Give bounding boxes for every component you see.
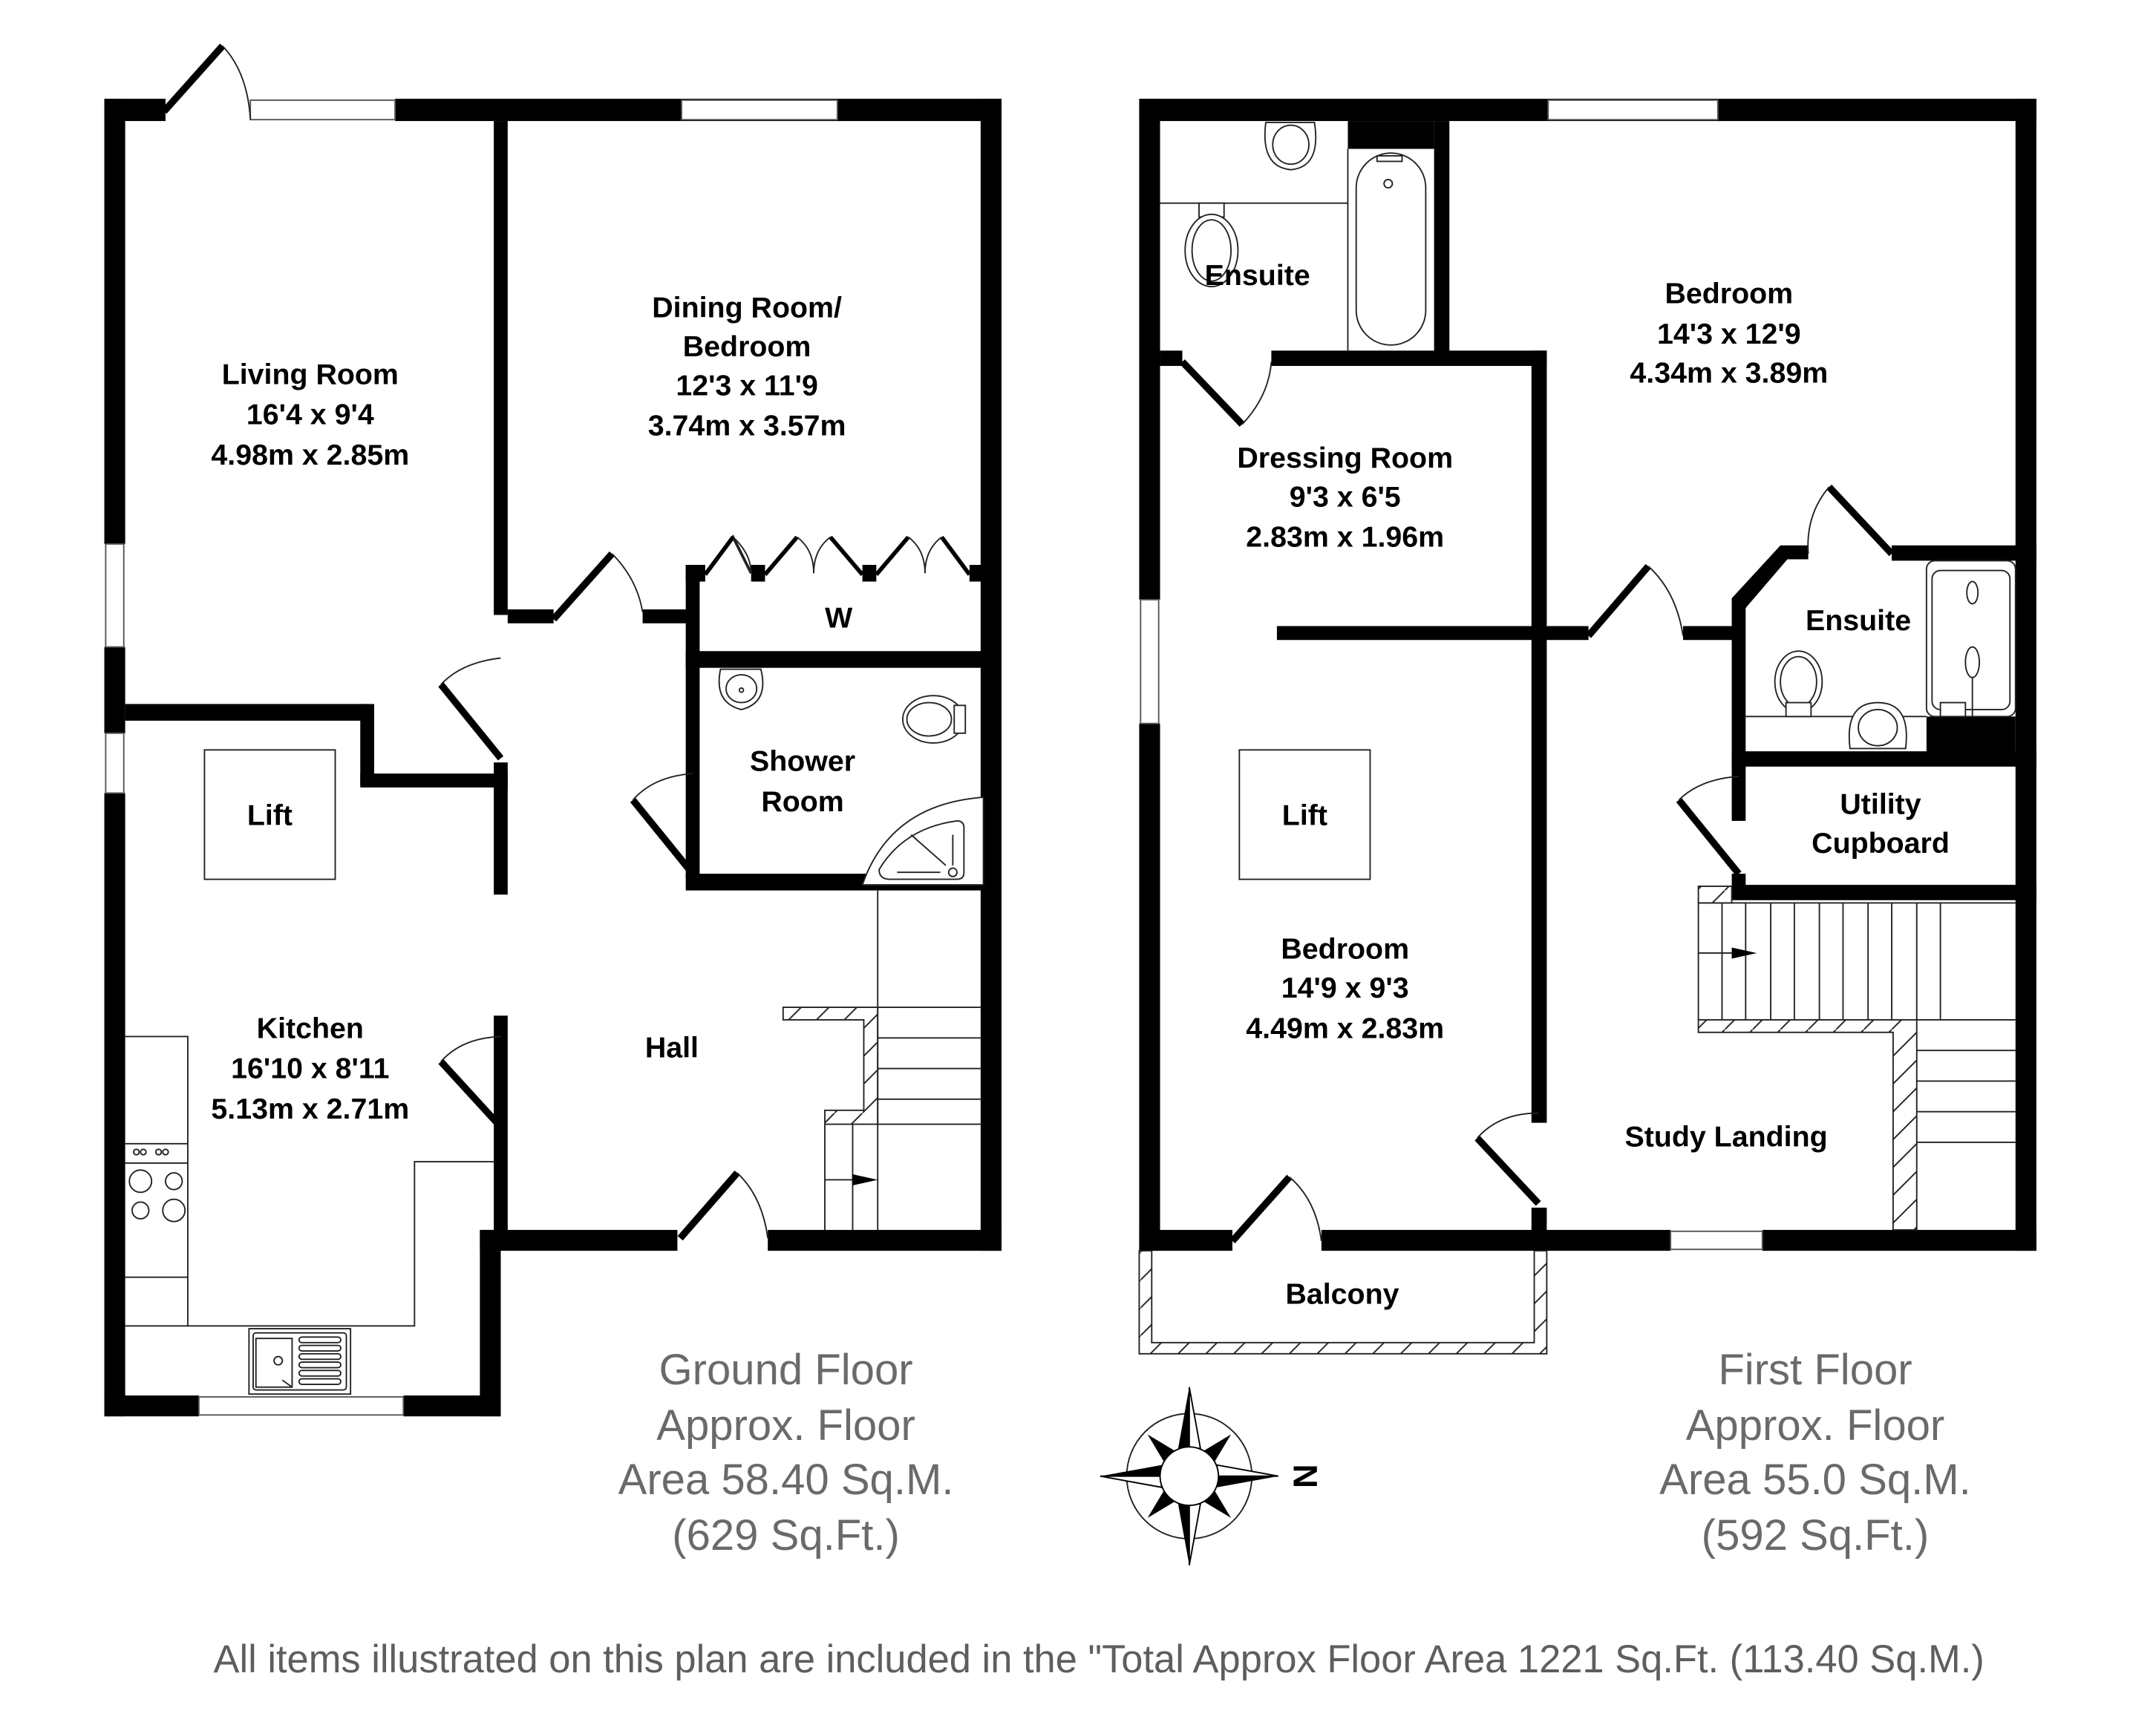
room-label-dressing-room: Dressing Room 9'3 x 6'5 2.83m x 1.96m xyxy=(1237,442,1453,554)
area-sqm: Area 58.40 Sq.M. xyxy=(618,1456,954,1504)
room-size-metric: 4.34m x 3.89m xyxy=(1630,356,1828,389)
area-title: Ground Floor xyxy=(659,1346,912,1394)
window xyxy=(1670,1230,1763,1251)
room-size-metric: 5.13m x 2.71m xyxy=(211,1093,409,1125)
door[interactable] xyxy=(677,1171,769,1241)
room-label-hall: Hall xyxy=(645,1032,699,1064)
lift-shaft xyxy=(1238,749,1371,880)
staircase xyxy=(782,890,981,1230)
room-label-dining-room: Dining Room/ Bedroom 12'3 x 11'9 3.74m x… xyxy=(648,291,846,442)
room-label-wardrobe: W xyxy=(825,601,853,634)
room-label-balcony: Balcony xyxy=(1285,1277,1399,1310)
door[interactable] xyxy=(1586,563,1684,638)
door[interactable] xyxy=(438,1035,503,1130)
shower-enclosure-icon xyxy=(1925,560,2016,718)
room-name: Bedroom xyxy=(1281,932,1409,965)
room-label-lift: Lift xyxy=(1282,799,1327,832)
window xyxy=(105,732,125,794)
window xyxy=(197,1395,405,1416)
area-sqft: (629 Sq.Ft.) xyxy=(672,1511,900,1560)
room-name: Room xyxy=(761,785,843,818)
room-label-lift: Lift xyxy=(247,799,293,832)
kitchen-units xyxy=(125,1035,494,1327)
room-label-living-room: Living Room 16'4 x 9'4 4.98m x 2.85m xyxy=(211,358,409,471)
room-name: Living Room xyxy=(222,358,399,390)
hob-icon xyxy=(128,1148,186,1223)
lift-shaft xyxy=(203,749,336,880)
first-floor-walls xyxy=(1139,99,2036,1251)
window xyxy=(1140,598,1160,724)
door[interactable] xyxy=(1474,1112,1541,1206)
door[interactable] xyxy=(438,657,504,761)
room-name: Cupboard xyxy=(1812,827,1950,860)
room-size-imperial: 16'4 x 9'4 xyxy=(246,399,374,431)
door[interactable] xyxy=(1229,1174,1322,1244)
room-size-imperial: 12'3 x 11'9 xyxy=(676,369,818,402)
room-label-utility-cupboard: Utility Cupboard xyxy=(1812,788,1950,860)
room-size-imperial: 16'10 x 8'11 xyxy=(231,1053,389,1085)
room-size-metric: 3.74m x 3.57m xyxy=(648,410,846,442)
room-size-imperial: 9'3 x 6'5 xyxy=(1290,480,1401,513)
area-title: First Floor xyxy=(1718,1346,1912,1394)
room-size-metric: 4.49m x 2.83m xyxy=(1246,1012,1444,1044)
room-name: Shower xyxy=(750,744,855,777)
shower-tray-icon xyxy=(861,796,984,886)
room-size-imperial: 14'3 x 12'9 xyxy=(1657,318,1801,350)
staircase xyxy=(1697,886,2016,1231)
door[interactable] xyxy=(1180,359,1273,427)
area-text: Approx. Floor xyxy=(656,1401,915,1450)
room-label-kitchen: Kitchen 16'10 x 8'11 5.13m x 2.71m xyxy=(211,1012,409,1125)
room-label-shower-room: Shower Room xyxy=(750,744,855,817)
window xyxy=(1547,99,1719,121)
room-name: Bedroom xyxy=(683,330,811,363)
door[interactable] xyxy=(1676,775,1742,877)
area-sqm: Area 55.0 Sq.M. xyxy=(1659,1456,1971,1504)
window xyxy=(105,543,125,648)
ground-floor-walls xyxy=(104,99,1002,1417)
compass-rose-icon: N xyxy=(1100,1387,1324,1565)
door[interactable] xyxy=(551,551,644,622)
washbasin-icon xyxy=(1264,122,1317,171)
room-label-ensuite: Ensuite xyxy=(1205,259,1310,292)
room-name: Bedroom xyxy=(1665,278,1793,310)
room-size-metric: 4.98m x 2.85m xyxy=(211,439,409,471)
room-name: Kitchen xyxy=(257,1012,364,1044)
north-label: N xyxy=(1286,1464,1324,1488)
room-label-bedroom-second: Bedroom 14'9 x 9'3 4.49m x 2.83m xyxy=(1246,932,1444,1044)
bath-icon xyxy=(1355,152,1427,346)
area-sqft: (592 Sq.Ft.) xyxy=(1702,1511,1930,1560)
footer-disclaimer: All items illustrated on this plan are i… xyxy=(213,1638,1984,1681)
ground-floor-plan: Living Room 16'4 x 9'4 4.98m x 2.85m Din… xyxy=(104,43,1002,1560)
toilet-icon xyxy=(1184,202,1239,288)
toilet-icon xyxy=(901,695,967,744)
room-size-metric: 2.83m x 1.96m xyxy=(1246,521,1444,554)
area-text: Approx. Floor xyxy=(1686,1401,1945,1450)
room-name: Dressing Room xyxy=(1237,442,1453,474)
sink-icon xyxy=(248,1328,352,1395)
room-label-study-landing: Study Landing xyxy=(1625,1120,1828,1153)
room-name: Dining Room/ xyxy=(652,291,842,324)
door[interactable] xyxy=(1807,484,1895,557)
washbasin-icon xyxy=(1848,701,1907,750)
ground-floor-area: Ground Floor Approx. Floor Area 58.40 Sq… xyxy=(618,1346,954,1560)
room-size-imperial: 14'9 x 9'3 xyxy=(1281,972,1409,1004)
washbasin-icon xyxy=(718,668,764,710)
room-name: Utility xyxy=(1840,788,1921,821)
wardrobe-doors[interactable] xyxy=(703,534,972,576)
first-floor-area: First Floor Approx. Floor Area 55.0 Sq.M… xyxy=(1659,1346,1971,1560)
toilet-icon xyxy=(1774,650,1823,718)
door[interactable] xyxy=(161,43,252,120)
window xyxy=(681,99,838,121)
stair-arrow-icon xyxy=(852,1174,878,1185)
first-floor-plan: Ensuite Bedroom 14'3 x 12'9 4.34m x 3.89… xyxy=(1138,99,2036,1560)
window xyxy=(249,99,396,121)
balcony xyxy=(1138,1250,1548,1355)
room-label-bedroom-main: Bedroom 14'3 x 12'9 4.34m x 3.89m xyxy=(1630,278,1828,390)
stair-arrow-icon xyxy=(1731,947,1757,959)
door[interactable] xyxy=(630,773,696,877)
room-label-ensuite: Ensuite xyxy=(1806,604,1911,637)
